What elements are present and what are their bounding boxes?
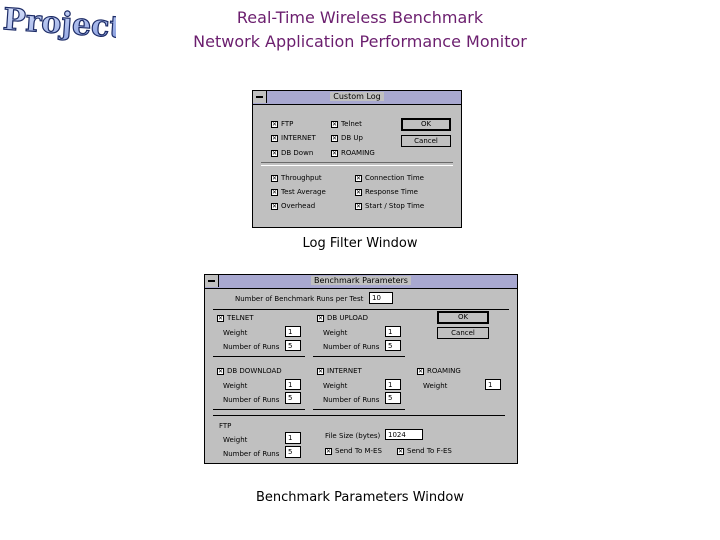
db-down-label: DB Down bbox=[281, 149, 314, 157]
db-upload-weight-label: Weight bbox=[323, 329, 348, 337]
send-to-mes-label: Send To M-ES bbox=[335, 447, 382, 455]
connection-time-label: Connection Time bbox=[365, 174, 424, 182]
custom-log-window: Custom Log ✕ FTP ✕ Telnet ✕ INTERNET ✕ D… bbox=[252, 90, 462, 228]
telnet-checkbox[interactable]: ✕ bbox=[217, 315, 224, 322]
roaming-weight-input[interactable]: 1 bbox=[485, 379, 501, 390]
divider bbox=[261, 162, 453, 166]
telnet-label: TELNET bbox=[227, 314, 254, 322]
roaming-weight-label: Weight bbox=[423, 382, 448, 390]
db-down-checkbox[interactable]: ✕ bbox=[271, 150, 278, 157]
divider bbox=[213, 309, 509, 310]
overhead-label: Overhead bbox=[281, 202, 316, 210]
runs-per-test-label: Number of Benchmark Runs per Test bbox=[235, 295, 364, 303]
benchmark-parameters-caption: Benchmark Parameters Window bbox=[256, 490, 464, 505]
internet-runs-input[interactable]: 5 bbox=[385, 392, 401, 404]
ftp-checkbox[interactable]: ✕ bbox=[271, 121, 278, 128]
ftp-weight-input[interactable]: 1 bbox=[285, 432, 301, 444]
telnet-runs-input[interactable]: 5 bbox=[285, 340, 301, 351]
telnet-checkbox[interactable]: ✕ bbox=[331, 121, 338, 128]
internet-label: INTERNET bbox=[281, 134, 316, 142]
internet-label: INTERNET bbox=[327, 367, 362, 375]
ftp-runs-input[interactable]: 5 bbox=[285, 446, 301, 458]
title-bar: Benchmark Parameters bbox=[205, 275, 517, 289]
ok-button[interactable]: OK bbox=[401, 118, 451, 131]
divider bbox=[313, 356, 405, 357]
db-upload-checkbox[interactable]: ✕ bbox=[317, 315, 324, 322]
db-up-label: DB Up bbox=[341, 134, 363, 142]
send-to-mes-checkbox[interactable]: ✕ bbox=[325, 448, 332, 455]
telnet-weight-label: Weight bbox=[223, 329, 248, 337]
db-download-runs-label: Number of Runs bbox=[223, 396, 280, 404]
log-filter-caption: Log Filter Window bbox=[302, 236, 418, 251]
db-upload-label: DB UPLOAD bbox=[327, 314, 368, 322]
system-menu-icon[interactable] bbox=[205, 275, 219, 287]
connection-time-checkbox[interactable]: ✕ bbox=[355, 175, 362, 182]
file-size-input[interactable]: 1024 bbox=[385, 429, 423, 440]
internet-weight-label: Weight bbox=[323, 382, 348, 390]
internet-checkbox[interactable]: ✕ bbox=[271, 135, 278, 142]
ftp-runs-label: Number of Runs bbox=[223, 450, 280, 458]
system-menu-icon[interactable] bbox=[253, 91, 267, 103]
db-upload-runs-input[interactable]: 5 bbox=[385, 340, 401, 351]
db-download-label: DB DOWNLOAD bbox=[227, 367, 282, 375]
telnet-label: Telnet bbox=[341, 120, 362, 128]
overhead-checkbox[interactable]: ✕ bbox=[271, 203, 278, 210]
response-time-checkbox[interactable]: ✕ bbox=[355, 189, 362, 196]
internet-runs-label: Number of Runs bbox=[323, 396, 380, 404]
roaming-checkbox[interactable]: ✕ bbox=[417, 368, 424, 375]
db-download-weight-input[interactable]: 1 bbox=[285, 379, 301, 390]
throughput-label: Throughput bbox=[281, 174, 322, 182]
divider bbox=[313, 409, 405, 410]
ok-button[interactable]: OK bbox=[437, 311, 489, 324]
cancel-button[interactable]: Cancel bbox=[401, 135, 451, 147]
db-download-runs-input[interactable]: 5 bbox=[285, 392, 301, 404]
ftp-label: FTP bbox=[281, 120, 294, 128]
db-download-weight-label: Weight bbox=[223, 382, 248, 390]
db-up-checkbox[interactable]: ✕ bbox=[331, 135, 338, 142]
roaming-label: ROAMING bbox=[427, 367, 461, 375]
telnet-weight-input[interactable]: 1 bbox=[285, 326, 301, 337]
window-title: Custom Log bbox=[330, 92, 384, 101]
divider bbox=[213, 409, 305, 410]
title-bar: Custom Log bbox=[253, 91, 461, 105]
start-stop-time-label: Start / Stop Time bbox=[365, 202, 425, 210]
ftp-weight-label: Weight bbox=[223, 436, 248, 444]
start-stop-time-checkbox[interactable]: ✕ bbox=[355, 203, 362, 210]
roaming-checkbox[interactable]: ✕ bbox=[331, 150, 338, 157]
window-title: Benchmark Parameters bbox=[311, 276, 411, 285]
header-line-1: Real-Time Wireless Benchmark bbox=[236, 8, 484, 27]
runs-per-test-input[interactable]: 10 bbox=[369, 292, 393, 304]
divider bbox=[213, 415, 505, 416]
throughput-checkbox[interactable]: ✕ bbox=[271, 175, 278, 182]
roaming-label: ROAMING bbox=[341, 149, 375, 157]
internet-weight-input[interactable]: 1 bbox=[385, 379, 401, 390]
telnet-runs-label: Number of Runs bbox=[223, 343, 280, 351]
send-to-fes-label: Send To F-ES bbox=[407, 447, 452, 455]
response-time-label: Response Time bbox=[365, 188, 418, 196]
internet-checkbox[interactable]: ✕ bbox=[317, 368, 324, 375]
test-average-label: Test Average bbox=[281, 188, 326, 196]
send-to-fes-checkbox[interactable]: ✕ bbox=[397, 448, 404, 455]
db-download-checkbox[interactable]: ✕ bbox=[217, 368, 224, 375]
db-upload-weight-input[interactable]: 1 bbox=[385, 326, 401, 337]
ftp-label: FTP bbox=[219, 422, 232, 430]
divider bbox=[213, 356, 305, 357]
test-average-checkbox[interactable]: ✕ bbox=[271, 189, 278, 196]
benchmark-parameters-window: Benchmark Parameters Number of Benchmark… bbox=[204, 274, 518, 464]
cancel-button[interactable]: Cancel bbox=[437, 327, 489, 339]
file-size-label: File Size (bytes) bbox=[325, 432, 381, 440]
header-line-2: Network Application Performance Monitor bbox=[193, 32, 527, 51]
db-upload-runs-label: Number of Runs bbox=[323, 343, 380, 351]
